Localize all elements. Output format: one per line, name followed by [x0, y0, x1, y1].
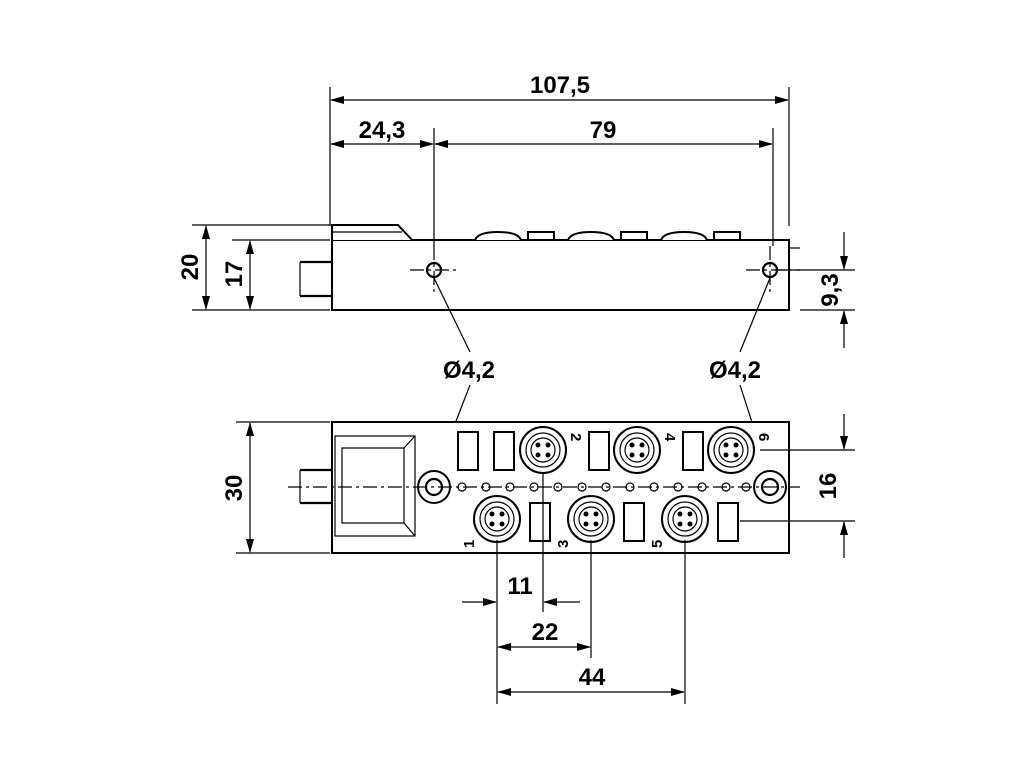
connector-6	[707, 426, 755, 474]
dim-hole-height: 9,3	[817, 273, 844, 306]
top-left-dimensions: 30	[221, 421, 330, 554]
side-view-body	[331, 239, 790, 311]
dim-hole-diameter-right: Ø4,2	[709, 357, 761, 384]
connector-5	[661, 495, 709, 543]
pitch-dimensions: 11 22 44	[462, 474, 686, 704]
dim-overall-length: 107,5	[530, 72, 590, 99]
top-dimensions: 107,5 24,3 79	[329, 72, 790, 246]
dim-pitch-22: 22	[532, 619, 559, 646]
side-view-connectors	[474, 230, 741, 241]
side-right-dimensions: 9,3	[775, 232, 855, 348]
dim-height-body: 17	[221, 261, 248, 288]
connector-1	[473, 495, 521, 543]
port-label-2: 2	[567, 433, 584, 441]
dim-offset-left: 24,3	[359, 117, 406, 144]
led-row	[457, 482, 751, 492]
port-label-3: 3	[555, 540, 572, 548]
connector-2	[519, 426, 567, 474]
dim-pitch-44: 44	[579, 664, 606, 691]
dim-hole-diameter-left: Ø4,2	[443, 357, 495, 384]
dim-hole-spacing: 79	[590, 117, 617, 144]
top-right-dimensions: 16	[740, 414, 855, 558]
side-left-dimensions: 20 17	[177, 224, 330, 311]
dim-height-total: 20	[177, 254, 204, 281]
port-label-4: 4	[661, 433, 678, 442]
dim-width: 30	[221, 475, 248, 502]
port-label-6: 6	[755, 433, 772, 441]
dim-pitch-11: 11	[507, 573, 532, 600]
side-view	[299, 224, 800, 311]
port-label-1: 1	[461, 540, 478, 548]
top-hole-right	[760, 477, 780, 497]
port-label-5: 5	[649, 540, 666, 548]
dim-width-inner: 16	[815, 473, 842, 500]
top-view: 2 4 6 1 3 5	[288, 421, 800, 554]
connector-3	[567, 495, 615, 543]
connector-4	[613, 426, 661, 474]
